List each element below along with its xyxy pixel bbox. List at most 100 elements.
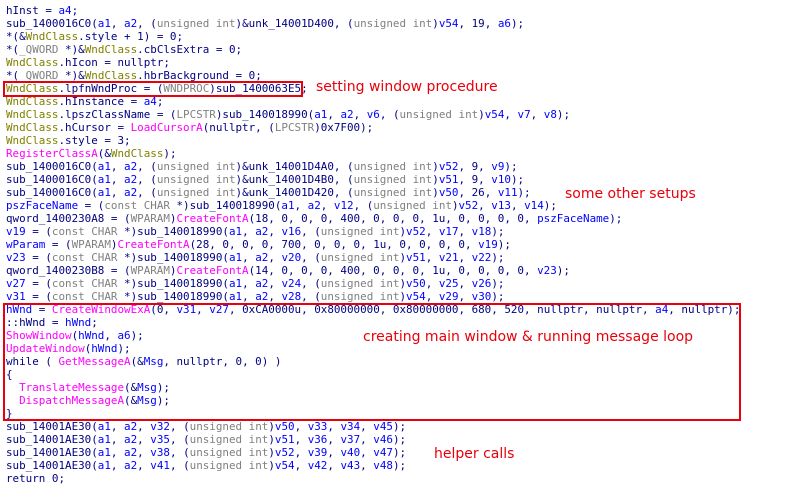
code-token: ) — [432, 160, 439, 173]
code-token: a2 — [124, 459, 138, 472]
code-token: v54 — [484, 108, 505, 121]
code-token: , — [504, 108, 518, 121]
code-token: , ( — [169, 420, 190, 433]
code-line[interactable]: WndClass.hCursor = LoadCursorA(nullptr, … — [6, 121, 373, 134]
code-token: .hCursor = — [58, 121, 131, 134]
code-line[interactable]: { — [6, 368, 13, 381]
code-token: v26 — [471, 277, 492, 290]
code-token: const CHAR — [51, 277, 118, 290]
code-token: v22 — [471, 251, 492, 264]
code-line[interactable]: return 0; — [6, 472, 65, 485]
code-token: _QWORD — [19, 43, 59, 56]
code-token: ) — [399, 225, 407, 238]
code-token: , — [137, 433, 151, 446]
code-line[interactable]: WndClass.style = 3; — [6, 134, 131, 147]
code-token: pszFaceName — [6, 199, 79, 212]
code-token: v31 — [6, 290, 26, 303]
code-token: WndClass — [25, 30, 79, 43]
code-token: v35 — [150, 433, 170, 446]
code-token: , — [360, 433, 374, 446]
code-line[interactable]: TranslateMessage(&Msg); — [6, 381, 170, 394]
code-token: , — [242, 277, 256, 290]
code-line[interactable]: v27 = (const CHAR *)sub_140018990(a1, a2… — [6, 277, 504, 290]
code-line[interactable]: while ( GetMessageA(&Msg, nullptr, 0, 0)… — [6, 355, 281, 368]
code-line[interactable]: ShowWindow(hWnd, a6); — [6, 329, 144, 342]
code-token: v51 — [274, 433, 295, 446]
code-token: unsigned int — [320, 251, 400, 264]
code-line[interactable]: sub_1400016C0(a1, a2, (unsigned int)&unk… — [6, 17, 524, 30]
code-line[interactable]: pszFaceName = (const CHAR *)sub_14001899… — [6, 199, 557, 212]
code-token: , — [294, 459, 308, 472]
code-token: v54 — [274, 459, 295, 472]
code-line[interactable]: wParam = (WPARAM)CreateFontA(28, 0, 0, 0… — [6, 238, 511, 251]
code-token: ); — [510, 173, 525, 186]
code-token: , — [458, 277, 472, 290]
code-line[interactable]: sub_14001AE30(a1, a2, v35, (unsigned int… — [6, 433, 406, 446]
code-line[interactable]: v19 = (const CHAR *)sub_140018990(a1, a2… — [6, 225, 504, 238]
code-token: ); — [543, 199, 557, 212]
code-line[interactable]: sub_1400016C0(a1, a2, (unsigned int)&unk… — [6, 160, 518, 173]
code-token: a4 — [655, 303, 669, 316]
code-token: ); — [510, 17, 525, 30]
code-line[interactable]: UpdateWindow(hWnd); — [6, 342, 131, 355]
code-line[interactable]: hWnd = CreateWindowExA(0, v31, v27, 0xCA… — [6, 303, 740, 316]
code-line[interactable]: RegisterClassA(&WndClass); — [6, 147, 177, 160]
code-line[interactable]: v31 = (const CHAR *)sub_140018990(a1, a2… — [6, 290, 504, 303]
code-token: v52 — [438, 160, 459, 173]
code-token: v45 — [373, 420, 393, 433]
code-token: TranslateMessage — [19, 381, 125, 394]
code-token: , ( — [137, 17, 157, 30]
code-token: UpdateWindow — [6, 342, 85, 355]
code-token: sub_1400016C0( — [6, 17, 98, 30]
code-line[interactable]: qword_1400230A8 = (WPARAM)CreateFontA(18… — [6, 212, 622, 225]
code-line[interactable]: ::hWnd = hWnd; — [6, 316, 98, 329]
code-token: WndClass — [84, 69, 138, 82]
code-token: , — [327, 459, 341, 472]
code-line[interactable]: } — [6, 407, 13, 420]
code-token: v51 — [406, 251, 426, 264]
code-token: ); — [497, 238, 511, 251]
code-token: a1 — [97, 173, 111, 186]
code-line[interactable]: DispatchMessageA(&Msg); — [6, 394, 170, 407]
code-line[interactable]: sub_14001AE30(a1, a2, v32, (unsigned int… — [6, 420, 406, 433]
code-token: , nullptr); — [668, 303, 741, 316]
code-token: , — [360, 446, 374, 459]
code-line[interactable]: v23 = (const CHAR *)sub_140018990(a1, a2… — [6, 251, 504, 264]
code-token: ) — [268, 459, 275, 472]
code-token: (18, 0, 0, 0, 400, 0, 0, 0, 1u, 0, 0, 0,… — [248, 212, 538, 225]
code-token: , — [110, 160, 125, 173]
code-token: , — [510, 199, 525, 212]
code-token: v54 — [438, 17, 459, 30]
code-line[interactable]: sub_1400016C0(a1, a2, (unsigned int)&unk… — [6, 186, 531, 199]
code-token: v39 — [307, 446, 328, 459]
code-line[interactable]: sub_1400016C0(a1, a2, (unsigned int)&unk… — [6, 173, 524, 186]
code-token: ); — [392, 433, 407, 446]
code-line[interactable]: hInst = a4; — [6, 4, 78, 17]
code-line[interactable]: WndClass.hInstance = a4; — [6, 95, 163, 108]
code-line[interactable]: sub_14001AE30(a1, a2, v38, (unsigned int… — [6, 446, 406, 459]
code-line[interactable]: WndClass.lpszClassName = (LPCSTR)sub_140… — [6, 108, 570, 121]
code-token: v7 — [517, 108, 531, 121]
code-line[interactable]: *(&WndClass.style + 1) = 0; — [6, 30, 183, 43]
code-line[interactable]: WndClass.hIcon = nullptr; — [6, 56, 170, 69]
code-line[interactable]: *(_QWORD *)&WndClass.hbrBackground = 0; — [6, 69, 262, 82]
code-token: , 19, — [458, 17, 498, 30]
code-token: a1 — [97, 446, 111, 459]
code-line[interactable]: sub_14001AE30(a1, a2, v41, (unsigned int… — [6, 459, 406, 472]
code-token: WndClass — [6, 134, 59, 147]
code-token: v25 — [438, 277, 459, 290]
code-line[interactable]: qword_1400230B8 = (WPARAM)CreateFontA(14… — [6, 264, 570, 277]
code-token: v52 — [406, 225, 426, 238]
code-token: WndClass — [6, 56, 59, 69]
code-token: const CHAR — [51, 251, 118, 264]
code-token: const CHAR — [51, 225, 118, 238]
code-line[interactable]: *(_QWORD *)&WndClass.cbClsExtra = 0; — [6, 43, 242, 56]
code-token: a2 — [255, 290, 269, 303]
code-token: hWnd — [78, 329, 105, 342]
code-token: ); — [556, 108, 571, 121]
code-token: = ( — [25, 251, 52, 264]
code-token: a2 — [307, 199, 321, 212]
code-line[interactable]: WndClass.lpfnWndProc = (WNDPROC)sub_1400… — [6, 82, 308, 95]
code-token: v14 — [524, 199, 544, 212]
